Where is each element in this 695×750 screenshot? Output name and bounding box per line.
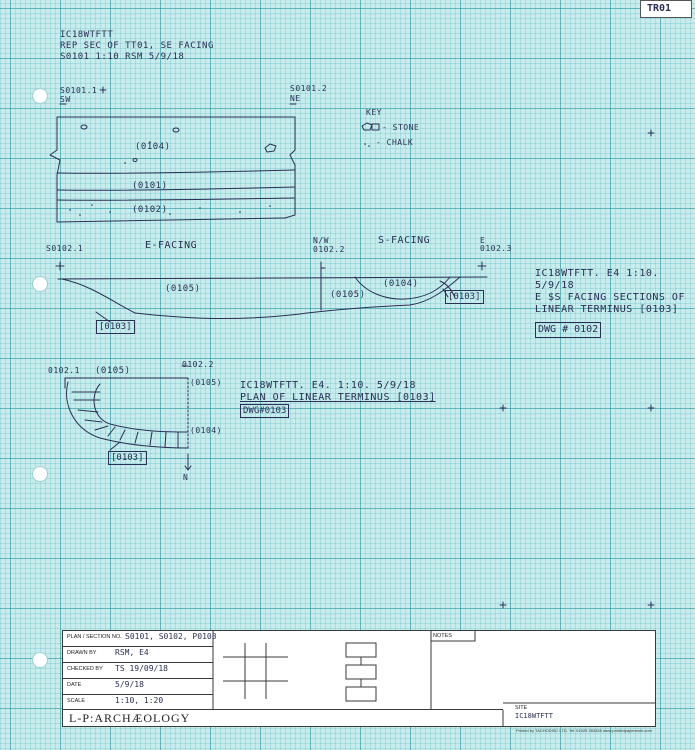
- context-0101-label: (0101): [132, 181, 168, 191]
- plan-caption-1: IC18WTFTT. E4. 1:10. 5/9/18: [240, 380, 417, 391]
- site-value: IC18WTFTT: [515, 712, 553, 720]
- plan-section-row: PLAN / SECTION No. S0101, S0102, P0103: [63, 631, 217, 647]
- punch-hole-1: [32, 88, 48, 104]
- scale-label: SCALE: [67, 698, 86, 704]
- title-block-grid: [212, 631, 655, 726]
- section2-point-right-dir: E: [480, 236, 486, 245]
- punch-hole-2: [32, 276, 48, 292]
- plan-drawing-number: DWG#0103: [240, 404, 290, 418]
- header-line-1: IC18WTFTT: [60, 30, 114, 40]
- context-0102-label: (0102): [132, 205, 168, 215]
- section2-cut-right: [439, 280, 456, 299]
- plan-fill-right: (0104): [190, 426, 222, 435]
- checked-by-value: TS 19/09/18: [115, 664, 168, 673]
- date-value: 5/9/18: [115, 680, 144, 689]
- checked-by-row: CHECKED BY TS 19/09/18: [63, 663, 213, 679]
- section1-point-right: S0101.2: [290, 84, 328, 93]
- plan-point-right: 0102.2: [182, 360, 214, 369]
- date-label: DATE: [67, 682, 82, 688]
- section2-datum-line: [57, 276, 488, 280]
- drawn-by-value: RSM, E4: [115, 648, 149, 657]
- company-logo-text: L-P:ARCHÆOLOGY: [69, 711, 191, 725]
- plan-fill-right-top: (0105): [190, 378, 222, 387]
- section2-fill-0104: [354, 276, 451, 300]
- punch-hole-4: [32, 652, 48, 668]
- section1-layer-3: [56, 197, 296, 201]
- section1-point-left: S0101.1: [60, 86, 98, 95]
- key-stone: - STONE: [382, 123, 420, 132]
- drawn-by-row: DRAWN BY RSM, E4: [63, 647, 213, 663]
- section2-fill-right: (0104): [383, 279, 419, 289]
- section1-bottom-line: [56, 217, 286, 223]
- key-title: KEY: [366, 108, 382, 117]
- section1-left-edge: [49, 116, 61, 223]
- printer-credit: Printed by TACHODISC LTD. Tel: 01925 283…: [516, 728, 652, 733]
- section2-right-label: S-FACING: [378, 235, 431, 246]
- plan-point-left: 0102.1: [48, 366, 80, 375]
- scale-value: 1:10, 1:20: [115, 696, 164, 705]
- company-logo: L-P:ARCHÆOLOGY: [63, 709, 503, 726]
- section2-left-label: E-FACING: [145, 240, 198, 251]
- section1-layer-2: [56, 186, 296, 191]
- section2-caption-3: E $S FACING SECTIONS OF: [535, 292, 685, 303]
- context-0104-label: (0104): [135, 142, 171, 152]
- header-line-2: REP SEC OF TT01, SE FACING: [60, 41, 214, 51]
- section2-caption-4: LINEAR TERMINUS [0103]: [535, 304, 679, 315]
- section2-drawing-number: DWG # 0102: [535, 322, 602, 338]
- date-row: DATE 5/9/18: [63, 679, 213, 695]
- scale-row: SCALE 1:10, 1:20: [63, 695, 213, 710]
- section2-point-mid-dir: N/W: [313, 236, 329, 245]
- section2-cut-right: [0103]: [445, 290, 484, 304]
- section2-point-right: 0102.3: [480, 244, 512, 253]
- plan-north-arrow: N: [183, 473, 189, 482]
- plan-hachures: [71, 391, 179, 449]
- key-chalk: - CHALK: [376, 138, 414, 147]
- notes-label: NOTES: [433, 633, 452, 639]
- section2-caption-1: IC18WTFTT. E4 1:10.: [535, 268, 659, 279]
- section2-fill-left: (0105): [165, 284, 201, 294]
- plan-terminus-inner: [93, 383, 189, 433]
- section1-point-left-dir: SW: [60, 95, 71, 104]
- section1-right-edge: [284, 116, 296, 219]
- drawn-by-label: DRAWN BY: [67, 650, 97, 656]
- plan-fill-top: (0105): [95, 366, 131, 376]
- plan-terminus-outer: [66, 381, 189, 449]
- section2-point-mid: 0102.2: [313, 245, 345, 254]
- plan-section-label: PLAN / SECTION No.: [67, 634, 122, 640]
- plan-caption-2: PLAN OF LINEAR TERMINUS [0103]: [240, 392, 436, 403]
- punch-hole-3: [32, 466, 48, 482]
- section2-caption-2: 5/9/18: [535, 280, 575, 291]
- section2-cut-left: [0103]: [96, 320, 135, 334]
- corner-label: TR01: [640, 0, 692, 18]
- header-line-3: S0101 1:10 RSM 5/9/18: [60, 52, 185, 62]
- section1-layer-1: [56, 169, 296, 174]
- section2-fill-mid: (0105): [330, 290, 366, 300]
- section1-point-right-dir: NE: [290, 94, 301, 103]
- corner-tag-text: TR01: [647, 3, 672, 14]
- plan-section-value: S0101, S0102, P0103: [125, 632, 217, 641]
- checked-by-label: CHECKED BY: [67, 666, 103, 672]
- plan-cut: [0103]: [108, 451, 147, 465]
- site-label: SITE: [515, 705, 528, 711]
- section2-profile: [61, 276, 461, 320]
- title-block: PLAN / SECTION No. S0101, S0102, P0103 D…: [62, 630, 656, 727]
- section2-point-left: S0102.1: [46, 244, 84, 253]
